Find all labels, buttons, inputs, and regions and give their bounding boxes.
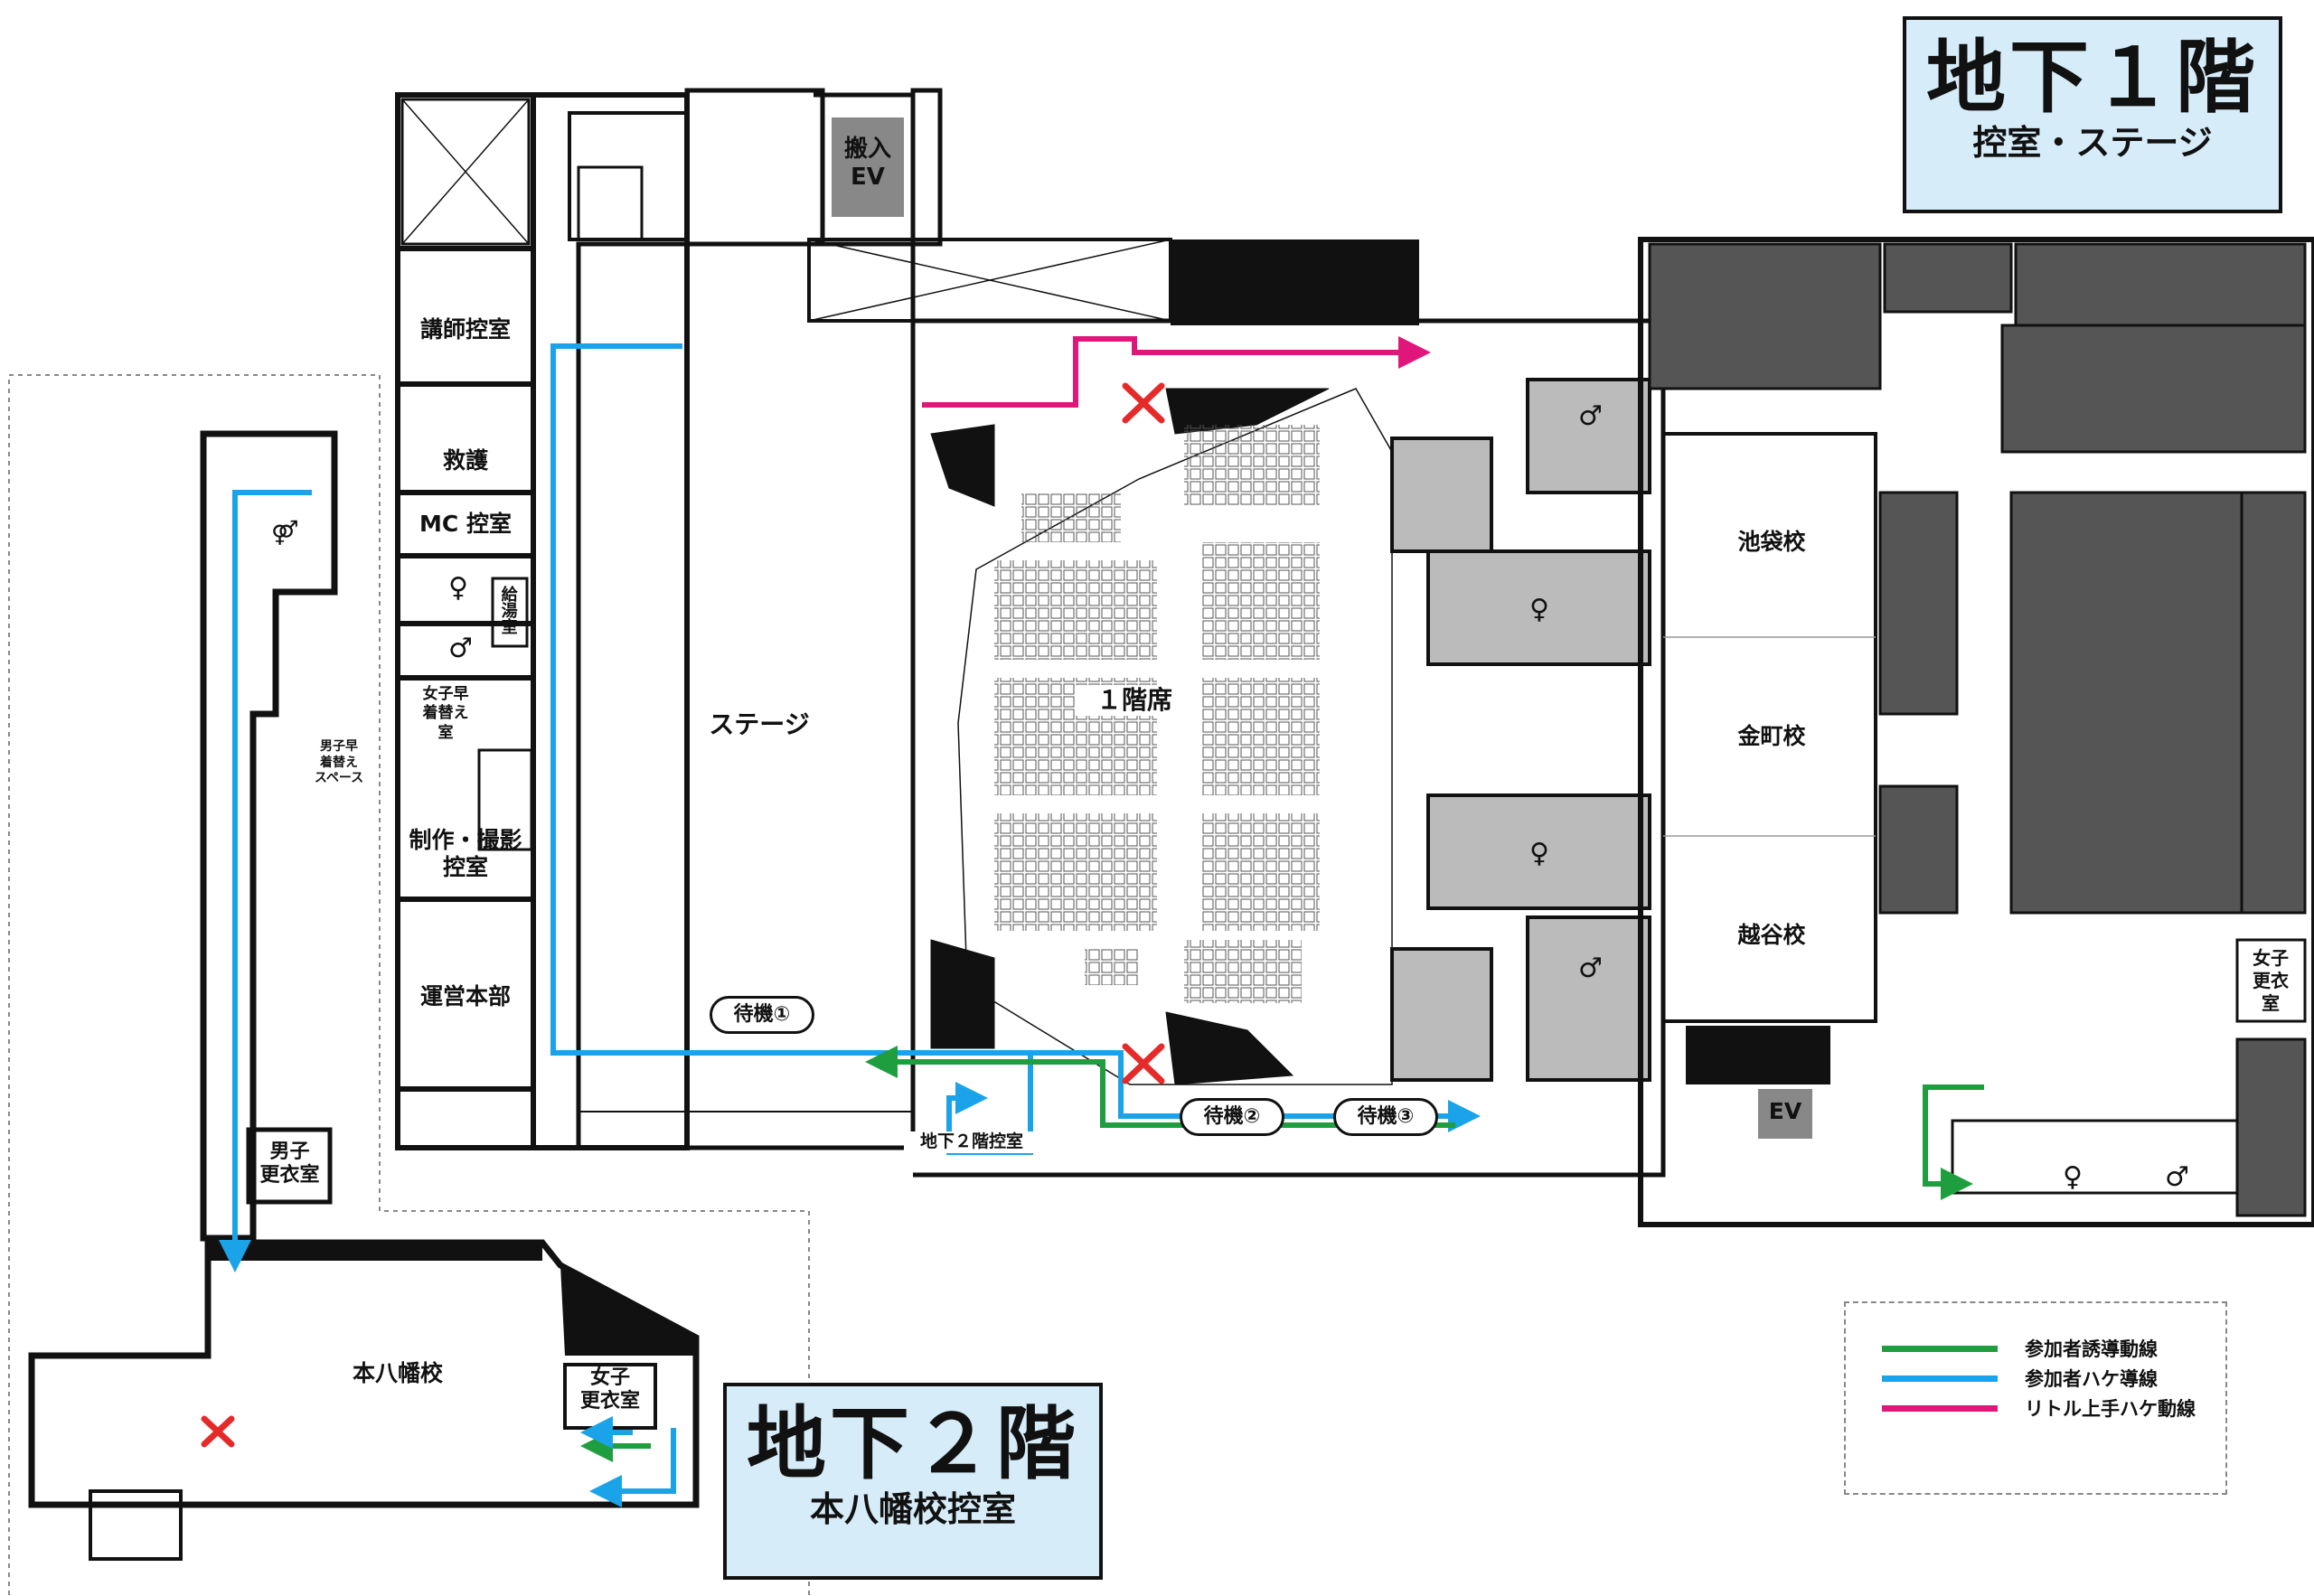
kyugo-room-label: 救護 [442,447,488,474]
closed-x-icon [201,382,1165,1448]
mc-room-label: MC 控室 [419,511,512,537]
female-restroom-icon: ♀ [1529,838,1549,869]
male-restroom-icon: ♂ [2165,1161,2189,1193]
route-magenta [922,336,1431,408]
male-restroom-icon: ♂ [1578,953,1603,984]
floor-b1-title-box: 地下１階 控室・ステージ [1903,16,2282,213]
ev-box [1758,1089,1812,1139]
legend-swatch-magenta [1882,1404,1998,1412]
seat1-label: １階席 [1076,685,1193,716]
joshi-koui-b2-label: 女子 更衣室 [579,1366,640,1413]
restrooms-grey [1390,378,1651,1082]
joshi-koui-b1-label: 女子 更衣 室 [2253,947,2289,1014]
legend-swatch-blue [1882,1375,1998,1382]
route-blue-right [1094,1050,1481,1132]
waiting-1-badge: 待機① [710,996,814,1034]
route-blue-b2 [219,490,312,1272]
seisaku-room-label: 制作・撮影 控室 [409,827,522,880]
legend-item-guide: 参加者誘導動線 [1882,1335,2158,1362]
ikebukuro-label: 池袋校 [1737,529,1806,555]
auditorium [913,318,1666,1178]
unei-room-label: 運営本部 [419,983,511,1009]
legend-box: 参加者誘導動線 参加者ハケ導線 リトル上手ハケ動線 [1844,1301,2227,1495]
right-dark-block [1638,237,2314,1227]
ev-label: EV [1768,1098,1802,1124]
male-restroom-icon: ♂ [448,633,473,664]
danshi-koui-label: 男子 更衣室 [259,1141,320,1188]
male-restroom-icon: ♂ [1578,400,1603,432]
route-green-right [1923,1084,1984,1200]
restroom-icon: ⚤ [271,520,299,547]
stage-label: ステージ [709,709,810,739]
waiting-2-badge: 待機② [1180,1098,1284,1136]
danshi-haya-label: 男子早 着替え スペース [314,739,364,785]
floor-b1-title: 地下１階 [1925,31,2259,124]
floor-b2-subtitle: 本八幡校控室 [809,1489,1016,1529]
school-rooms [1661,432,1877,1023]
kanamachi-label: 金町校 [1737,723,1806,749]
kyuto-room-label: 給湯室 [498,586,518,634]
stage-block [576,88,916,1150]
route-blue-main [550,343,1098,1056]
joshi-haya-label: 女子早 着替え 室 [422,685,469,742]
koshigaya-label: 越谷校 [1737,922,1806,948]
legend-item-exit: 参加者ハケ導線 [1882,1365,2158,1392]
legend-label: リトル上手ハケ動線 [2025,1398,2196,1420]
kanyu-ev-label: 搬入 EV [843,136,891,192]
floor-b2-title-box: 地下２階 本八幡校控室 [723,1383,1103,1580]
legend-item-little: リトル上手ハケ動線 [1882,1394,2196,1422]
floor-b1-subtitle: 控室・ステージ [1972,123,2213,163]
female-restroom-icon: ♀ [448,572,468,604]
legend-label: 参加者誘導動線 [2025,1338,2158,1360]
motoyawata-label: 本八幡校 [352,1360,443,1386]
female-restroom-icon: ♀ [1529,594,1549,625]
waiting-3-badge: 待機③ [1333,1098,1438,1136]
female-restroom-icon: ♀ [2063,1161,2083,1193]
route-blue-b2-stair [589,1428,676,1507]
b2-boundary [8,374,810,1596]
kanyu-ev-box [832,117,904,217]
legend-swatch-green [1882,1345,1998,1352]
floor-b2-title: 地下２階 [746,1397,1079,1490]
koshi-room-label: 講師控室 [419,316,511,343]
b2-hikae-label: 地下２階控室 [904,1131,1039,1153]
legend-label: 参加者ハケ導線 [2025,1368,2158,1390]
